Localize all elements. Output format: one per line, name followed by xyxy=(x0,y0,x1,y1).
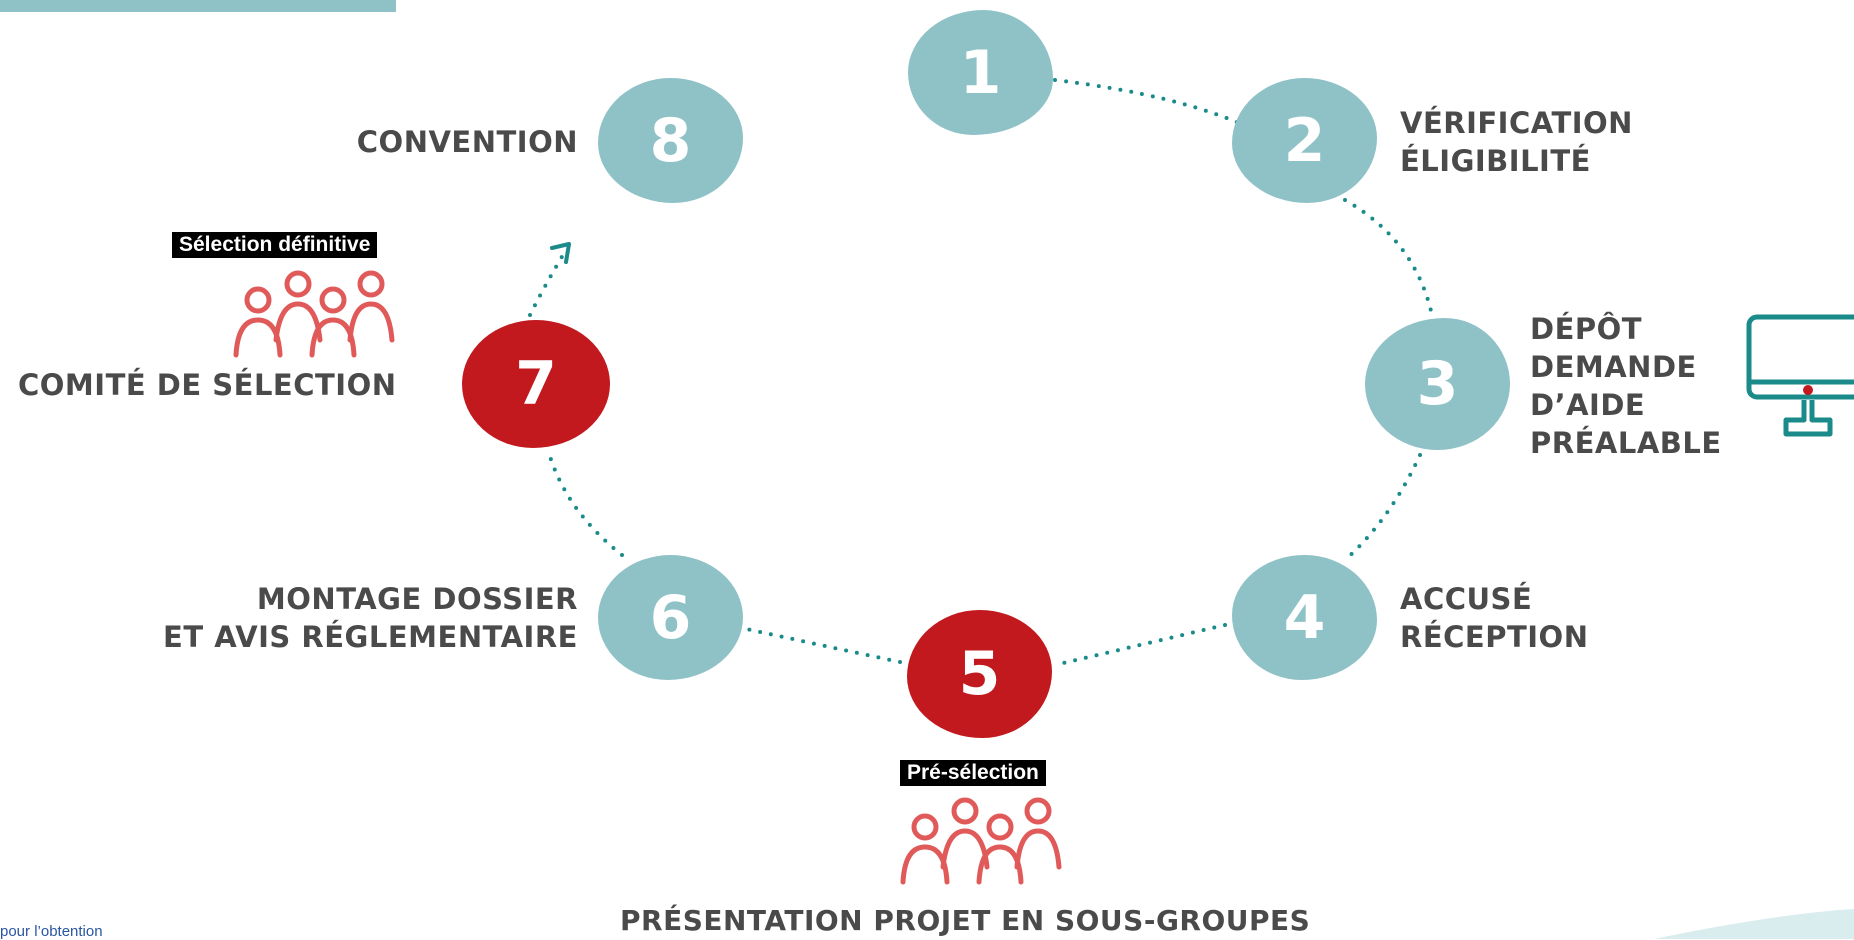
connector-7-8 xyxy=(528,253,565,317)
selection-definitive-tag: Sélection définitive xyxy=(172,232,378,258)
step-8-circle: 8 xyxy=(598,78,743,203)
monitor-icon xyxy=(1746,314,1854,437)
step-2-label: vérification éligibilité xyxy=(1400,104,1633,180)
step-5-number: 5 xyxy=(958,639,1001,709)
connector-4-5 xyxy=(1053,623,1227,667)
people-group-icon xyxy=(900,797,1062,885)
step-6-label-line-2: et avis réglementaire xyxy=(163,620,578,654)
connector-3-4 xyxy=(1343,453,1422,562)
step-2-label-line-1: vérification xyxy=(1400,106,1633,140)
step-3-label-line-2: demande xyxy=(1530,350,1697,384)
connector-5-6 xyxy=(740,626,902,664)
people-group-icon xyxy=(233,270,395,358)
step-4-label: accusé réception xyxy=(1400,580,1588,656)
presentation-projet-caption: présentation projet en sous-groupes xyxy=(620,904,1311,937)
step-4-label-line-1: accusé xyxy=(1400,582,1533,616)
step-6-label-line-1: montage dossier xyxy=(256,582,578,616)
step-8-label-line: convention xyxy=(356,125,578,159)
corner-decoration xyxy=(1654,909,1854,939)
step-2-label-line-2: éligibilité xyxy=(1400,144,1591,178)
step-6-circle: 6 xyxy=(598,555,743,680)
step-1-number: 1 xyxy=(959,37,1002,108)
pre-selection-tag: Pré-sélection xyxy=(900,760,1046,786)
footer-text: pour l’obtention xyxy=(0,923,103,940)
connector-6-7 xyxy=(546,448,624,557)
step-2-circle: 2 xyxy=(1232,78,1377,203)
step-6-label: montage dossier et avis réglementaire xyxy=(80,580,578,656)
step-4-circle: 4 xyxy=(1232,555,1377,680)
step-5-circle: 5 xyxy=(907,610,1052,738)
step-3-label-line-4: préalable xyxy=(1530,426,1722,460)
step-4-number: 4 xyxy=(1283,582,1326,653)
step-7-number: 7 xyxy=(515,349,557,419)
step-3-label-line-1: dépôt xyxy=(1530,312,1643,346)
step-1-circle: 1 xyxy=(908,10,1053,135)
step-7-circle: 7 xyxy=(462,320,610,448)
connector-1-2 xyxy=(1053,78,1252,130)
step-3-circle: 3 xyxy=(1365,318,1510,450)
step-8-number: 8 xyxy=(649,105,692,176)
step-8-label: convention xyxy=(280,123,578,161)
step-3-number: 3 xyxy=(1416,349,1459,419)
comite-selection-caption: comité de sélection xyxy=(18,368,397,402)
step-3-label-line-3: d’aide xyxy=(1530,388,1646,422)
step-6-number: 6 xyxy=(649,582,692,653)
top-accent-bar xyxy=(0,0,396,12)
arrowhead-icon xyxy=(550,242,571,264)
step-2-number: 2 xyxy=(1283,105,1326,176)
connector-2-3 xyxy=(1343,198,1434,317)
step-3-label: dépôt demande d’aide préalable xyxy=(1530,310,1722,462)
step-4-label-line-2: réception xyxy=(1400,620,1589,654)
